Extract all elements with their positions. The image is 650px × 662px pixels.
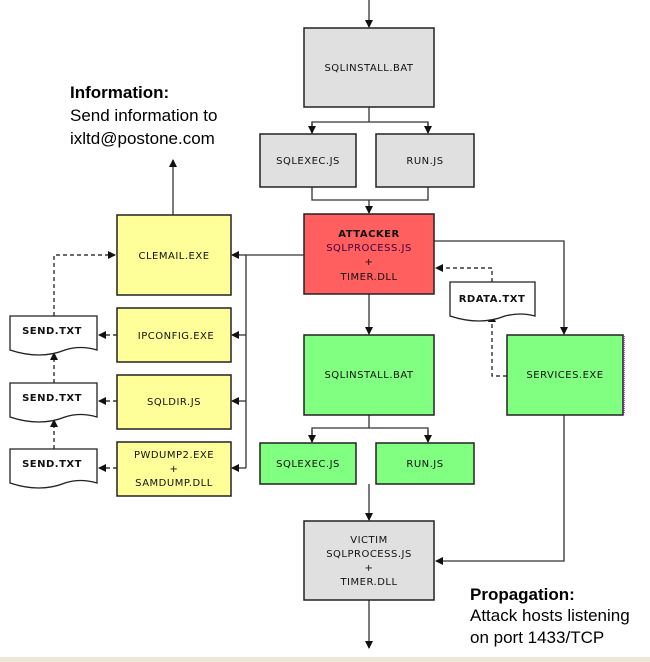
label: RDATA.TXT <box>459 294 526 305</box>
clemail-box: CLEMAIL.EXE <box>116 214 232 296</box>
label: RUN.JS <box>406 459 443 470</box>
label: SQLDIR.JS <box>147 397 201 408</box>
label: SQLINSTALL.BAT <box>324 63 413 74</box>
label: CLEMAIL.EXE <box>138 251 209 262</box>
label: + <box>170 464 179 475</box>
top-sqlexec-box: SQLEXEC.JS <box>259 133 357 188</box>
propagation-note: Propagation: Attack hosts listening on p… <box>470 585 630 647</box>
label: TIMER.DLL <box>339 577 397 588</box>
sqldir-box: SQLDIR.JS <box>116 374 232 430</box>
label: SQLEXEC.JS <box>276 459 340 470</box>
victim-sqlexec-box: SQLEXEC.JS <box>259 442 357 485</box>
label: VICTIM <box>350 535 387 546</box>
rdata-document: RDATA.TXT <box>449 281 536 322</box>
label: RUN.JS <box>406 156 443 167</box>
label: SQLPROCESS.JS <box>326 549 412 560</box>
pwdump-box: PWDUMP2.EXE + SAMDUMP.DLL <box>116 441 232 497</box>
label: SEND.TXT <box>22 459 82 470</box>
label: SEND.TXT <box>22 393 82 404</box>
note-title: Propagation: <box>470 585 575 604</box>
label: SQLPROCESS.JS <box>326 243 412 254</box>
note-line: ixltd@postone.com <box>70 129 215 148</box>
label: ATTACKER <box>338 229 399 240</box>
victim-run-box: RUN.JS <box>375 442 475 485</box>
victim-box: VICTIM SQLPROCESS.JS + TIMER.DLL <box>303 520 435 601</box>
top-run-box: RUN.JS <box>375 133 475 188</box>
label: SERVICES.EXE <box>526 370 603 381</box>
information-note: Information: Send information to ixltd@p… <box>70 83 217 148</box>
bottom-strip <box>0 657 650 662</box>
attacker-box: ATTACKER SQLPROCESS.JS + TIMER.DLL <box>303 213 435 295</box>
top-sqlinstall-box: SQLINSTALL.BAT <box>303 27 435 108</box>
label: PWDUMP2.EXE <box>134 450 214 461</box>
victim-sqlinstall-box: SQLINSTALL.BAT <box>303 334 435 416</box>
connectors <box>50 0 568 649</box>
label: SQLEXEC.JS <box>276 156 340 167</box>
label: TIMER.DLL <box>339 272 397 283</box>
note-line: on port 1433/TCP <box>470 628 604 647</box>
label: SQLINSTALL.BAT <box>324 370 413 381</box>
note-line: Attack hosts listening <box>470 606 630 625</box>
label: + <box>365 257 374 268</box>
note-title: Information: <box>70 83 169 102</box>
send-document: SEND.TXT <box>9 448 98 489</box>
ipconfig-box: IPCONFIG.EXE <box>116 307 232 363</box>
services-box: SERVICES.EXE <box>506 334 625 416</box>
label: SAMDUMP.DLL <box>135 478 213 489</box>
send-document: SEND.TXT <box>9 315 98 356</box>
note-line: Send information to <box>70 106 217 125</box>
send-document: SEND.TXT <box>9 382 98 423</box>
label: SEND.TXT <box>22 326 82 337</box>
label: + <box>365 563 374 574</box>
label: IPCONFIG.EXE <box>138 331 214 342</box>
